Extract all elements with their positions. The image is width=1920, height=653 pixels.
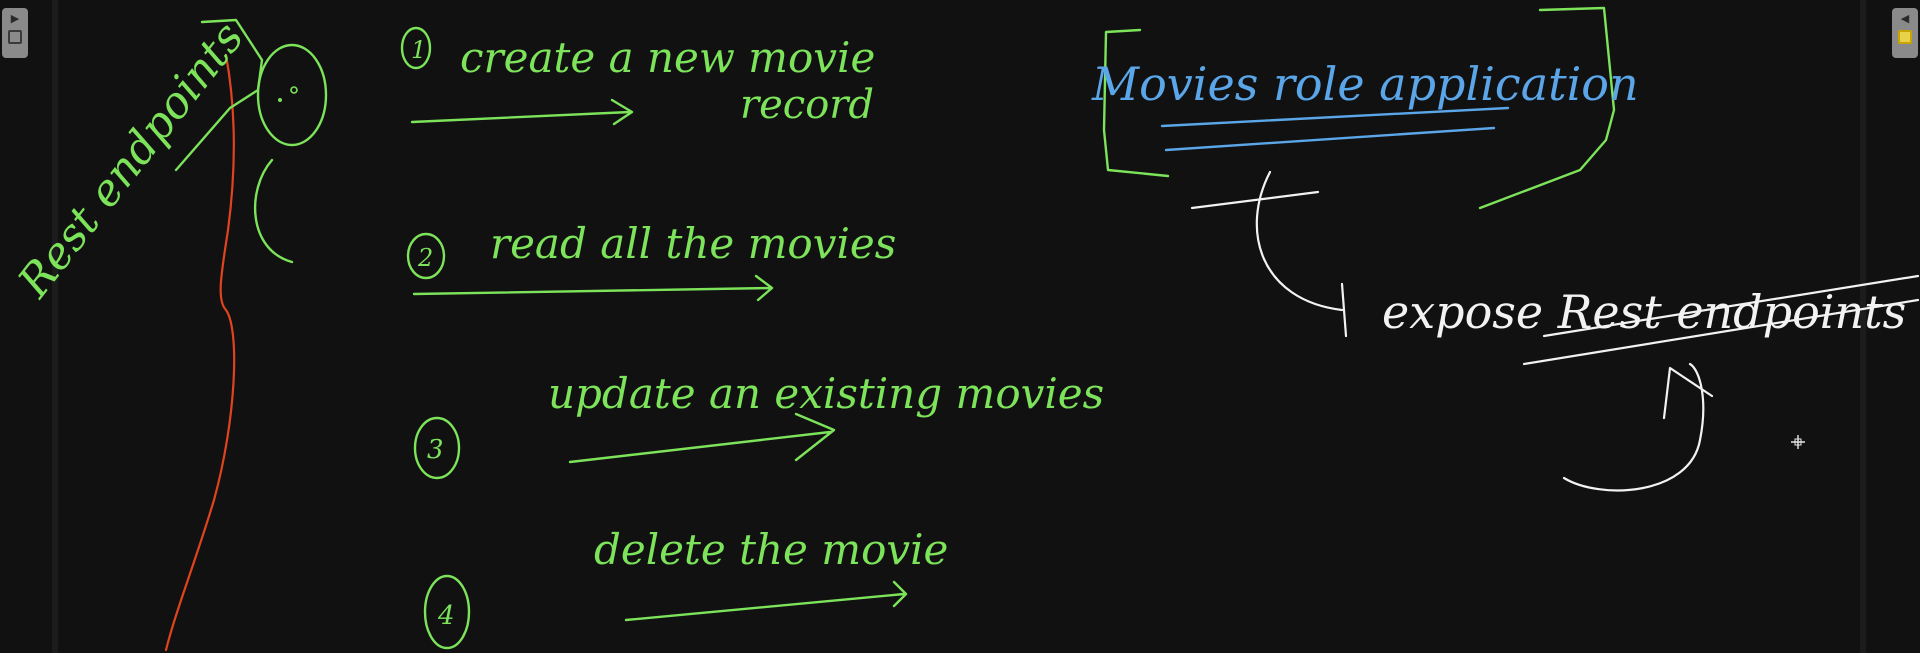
item-1-text-line2: record <box>740 82 874 128</box>
side-label-group: Rest endpoints <box>8 13 254 308</box>
item-4-arrow <box>624 580 908 622</box>
item-4-number-circle <box>423 574 471 650</box>
palette-icon <box>1898 30 1912 44</box>
title-underline-2 <box>1164 126 1496 152</box>
item-1-arrow <box>410 98 634 126</box>
expose-underline-2 <box>1522 298 1920 366</box>
title-bracket <box>1102 6 1616 210</box>
item-1-number: 1 <box>411 36 426 64</box>
title-underline-1 <box>1160 106 1510 128</box>
item-2-text: read all the movies <box>490 219 896 268</box>
face-curve <box>254 158 294 264</box>
connector-cross <box>1190 190 1320 210</box>
item-2-arrow <box>412 274 774 302</box>
connector-curve <box>1255 170 1348 338</box>
item-4-number: 4 <box>437 601 455 631</box>
face-circle <box>256 43 328 147</box>
left-sidebar-toggle[interactable]: ▶ <box>2 8 28 58</box>
left-panel-divider <box>52 0 58 653</box>
curved-arrow <box>1562 362 1714 492</box>
item-3-arrow <box>568 412 836 464</box>
item-3-number: 3 <box>427 435 444 465</box>
side-label-text: Rest endpoints <box>8 13 254 308</box>
title-text: Movies role application <box>1091 57 1639 111</box>
item-3-number-circle <box>413 416 461 480</box>
item-2-number-circle <box>406 232 446 280</box>
crosshair-cursor-icon <box>1791 435 1805 449</box>
red-ink-stroke <box>164 53 236 652</box>
item-2-number: 2 <box>417 244 433 272</box>
item-1-text-line1: create a new movie <box>460 33 875 82</box>
right-panel-divider <box>1860 0 1866 653</box>
expose-text: expose Rest endpoints <box>1382 285 1906 339</box>
expand-arrow-icon: ◀ <box>1900 12 1910 25</box>
collapse-arrow-icon: ▶ <box>10 12 20 25</box>
expose-underline-1 <box>1542 274 1920 338</box>
page-icon <box>8 30 22 44</box>
face-eye-right <box>290 86 298 94</box>
right-sidebar-toggle[interactable]: ◀ <box>1892 8 1918 58</box>
item-4-text: delete the movie <box>594 525 948 574</box>
item-1-number-circle <box>400 26 432 70</box>
item-3-text: update an existing movies <box>548 369 1104 418</box>
face-eye-left <box>278 98 282 102</box>
